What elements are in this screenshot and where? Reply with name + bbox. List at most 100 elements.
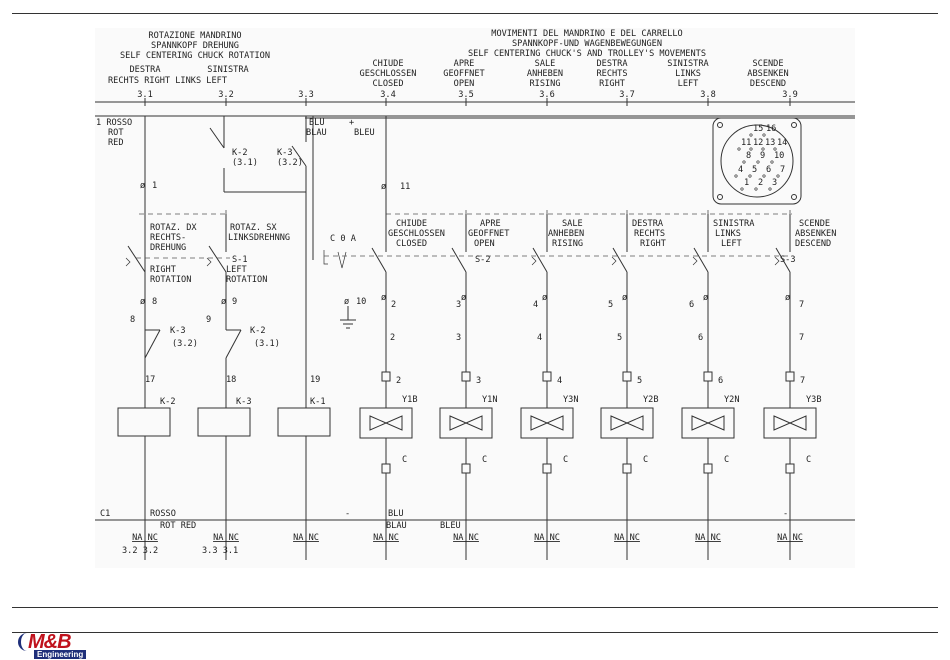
connector-pin-8: 8 [746, 151, 751, 161]
mv6-2: ABSENKEN [795, 229, 836, 239]
relay-coils: K-2 K-3 K-1 [117, 397, 331, 522]
nanc-label-8: NA NC [695, 533, 721, 543]
connector-pin-hole-8 [742, 160, 746, 164]
svg-text:ø: ø [344, 297, 349, 307]
connector-pin-11: 11 [741, 138, 751, 148]
c0a-arrow [337, 251, 347, 269]
node-1-label: 1 [152, 181, 157, 191]
right-title-1: MOVIMENTI DEL MANDRINO E DEL CARRELLO [491, 29, 682, 39]
bus-blu: BLU [388, 509, 404, 519]
logo-subtitle: Engineering [34, 650, 87, 659]
right-title-3: SELF CENTERING CHUCK'S AND TROLLEY'S MOV… [468, 49, 706, 59]
connector-pin-4: 4 [738, 165, 743, 175]
col3-ref: 3.6 [539, 90, 555, 100]
column-header-4: DESTRA RECHTS RIGHT 3.7 [596, 59, 634, 100]
col5-l2: LINKS [675, 69, 701, 79]
svg-text:ø: ø [381, 293, 386, 303]
ref-3-3: 3.3 [298, 90, 314, 100]
connector-pin-hole-3 [768, 187, 772, 191]
column-header-3: SALE ANHEBEN RISING 3.6 [527, 59, 563, 100]
valve-wire-label-1: 2 [390, 333, 395, 343]
connector-pin-hole-11 [737, 147, 741, 151]
right-title-2: SPANNKOPF-UND WAGENBEWEGUNGEN [512, 39, 662, 49]
connector-pin-5: 5 [752, 165, 757, 175]
logo-swoosh-icon [18, 633, 33, 651]
logo-mark: M&B [28, 631, 72, 653]
valve-wire-label-4: 5 [617, 333, 622, 343]
bus-rot-red: ROT RED [160, 521, 196, 531]
valve-name-2: Y1N [482, 395, 498, 405]
column-header-1: CHIUDE GESCHLOSSEN CLOSED 3.4 [360, 59, 417, 100]
wire-8: 8 [130, 315, 135, 325]
company-logo: M&B Engineering [14, 631, 106, 659]
nanc-label-5: NA NC [453, 533, 479, 543]
nanc-label-1: NA NC [132, 533, 158, 543]
wire-19-label: 19 [310, 375, 320, 385]
valve-wire-label-2: 3 [456, 333, 461, 343]
rot-dx-1: ROTAZ. DX [150, 223, 197, 233]
connector-pin-hole-4 [734, 174, 738, 178]
sw-node-7: 7 [799, 300, 804, 310]
col2-l1: APRE [454, 59, 475, 69]
mv1-2: GESCHLOSSEN [388, 229, 445, 239]
valve-c-label-5: C [724, 455, 729, 465]
mv5-2: LINKS [715, 229, 741, 239]
col6-l1: SCENDE [752, 59, 783, 69]
col3-l2: ANHEBEN [527, 69, 563, 79]
left-sub-destra: DESTRA [129, 65, 161, 75]
col6-l2: ABSENKEN [747, 69, 788, 79]
valve-name-1: Y1B [402, 395, 418, 405]
col4-l1: DESTRA [596, 59, 628, 69]
top-rule [12, 13, 938, 14]
wire-bleu: BLEU [354, 128, 375, 138]
left-title-3: SELF CENTERING CHUCK ROTATION [120, 51, 270, 61]
valve-symbol-2 [449, 415, 483, 431]
connector-pin-3: 3 [772, 178, 777, 188]
connector-pin-hole-15 [749, 133, 753, 137]
k3-contact-arm [291, 145, 307, 167]
mv3-1: SALE [562, 219, 583, 229]
wire-rosso: 1 ROSSO [96, 118, 132, 128]
c1-label: C1 [100, 509, 110, 519]
mv1-1: CHIUDE [396, 219, 427, 229]
mv2-3: OPEN [474, 239, 495, 249]
movement-labels: CHIUDE GESCHLOSSEN CLOSED APRE GEOFFNET … [388, 219, 836, 249]
k2-mid-label: K-2 [250, 326, 266, 336]
valve-symbol-6 [773, 415, 807, 431]
mv3-2: ANHEBEN [548, 229, 584, 239]
connector-pin-9: 9 [760, 151, 765, 161]
col4-l3: RIGHT [599, 79, 625, 89]
k2-contact-arm [209, 127, 225, 149]
svg-text:ø: ø [622, 293, 627, 303]
contacts-mid: 8 9 [130, 300, 242, 359]
bus-minus-2: - [783, 509, 788, 519]
wire-rot: ROT [108, 128, 124, 138]
column-ticks [144, 98, 791, 106]
connector-pin-1: 1 [744, 178, 749, 188]
wire-blu: BLU [309, 118, 325, 128]
svg-text:ø: ø [221, 297, 226, 307]
s2-label: S-2 [475, 255, 491, 265]
connector-pin-hole-5 [748, 174, 752, 178]
k2-top-label: K-2 [232, 148, 248, 158]
col2-l2: GEOFFNET [443, 69, 484, 79]
svg-text:ø: ø [461, 293, 466, 303]
valve-symbol-4 [610, 415, 644, 431]
valve-wire-label-3: 4 [537, 333, 542, 343]
col3-l1: SALE [535, 59, 556, 69]
connector-pin-hole-16 [762, 133, 766, 137]
connector-pin-hole-6 [762, 174, 766, 178]
coil-k3 [197, 407, 251, 437]
connector-pin-16: 16 [766, 124, 776, 134]
footer-rule-1 [12, 607, 938, 608]
rot-dx-2: RECHTS- [150, 233, 186, 243]
ground-symbol [340, 306, 356, 329]
mv3-3: RISING [552, 239, 583, 249]
ref-3-2: 3.2 [218, 90, 234, 100]
mv4-1: DESTRA [632, 219, 664, 229]
coil-k3-label: K-3 [236, 397, 252, 407]
k2-mid-ref: (3.1) [254, 339, 280, 349]
